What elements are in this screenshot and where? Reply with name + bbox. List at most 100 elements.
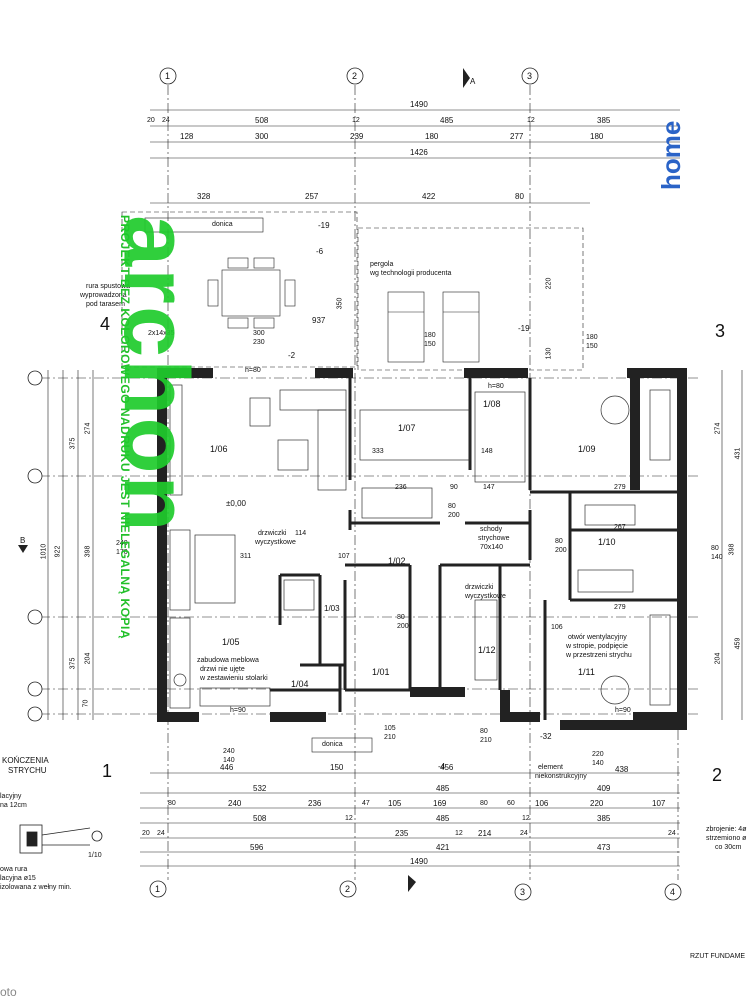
dim-text: 239 [350,132,364,141]
kitchen-counter [199,687,271,707]
dim-text: 459 [734,637,742,650]
brand-logo: archon [105,215,207,534]
dim-text: 80 [515,192,524,201]
dim-text: 375 [69,437,77,450]
wardrobe [474,391,526,483]
wall-south-3 [410,687,465,697]
room-label: 1/01 [372,667,390,677]
annotation: niekonstrukcyjny [535,773,587,780]
dim-text: 236 [308,799,322,808]
dim-text: 485 [436,814,450,823]
terrace-chair [284,279,296,307]
dim-text: 485 [436,784,450,793]
room-label: 1/12 [478,645,496,655]
terrace-outline [121,211,358,368]
annotation: rura spustowa [86,283,130,290]
room-dim: 114 [295,530,307,537]
wall-east [677,368,687,728]
annotation: wyczystkowe [255,539,296,546]
dim-text: 385 [597,116,611,125]
axis-label-2: 2 [352,71,358,81]
planter-bottom [311,737,373,753]
opening-size: 105 [384,725,396,732]
wall-south-6 [633,712,687,722]
terrace-table [221,269,281,317]
axis-bubble-b3 [514,883,532,901]
wall-south-5 [560,720,687,730]
dim-text: 24 [520,830,528,837]
room-dim: 107 [338,553,350,560]
axis-bubble-C [27,609,43,625]
opening-size: 140 [592,760,604,767]
opening-size: 220 [592,751,604,758]
room-dim: 148 [481,448,493,455]
annotation: h=90 [230,707,246,714]
annotation: 70x140 [480,544,503,551]
callout-2: 2 [712,765,723,785]
annotation: KOŃCZENIA [2,756,49,765]
dim-text: 214 [478,829,492,838]
section-arrow-bottom [408,875,416,892]
sink [173,673,187,687]
annotation: lacyjny [0,793,22,800]
dim-text: 80 [168,800,176,807]
detail-box [19,824,43,854]
section-arrow-left [18,545,28,553]
opening-size: 80 [711,545,719,552]
round-table [600,675,630,705]
room-label: 1/08 [483,399,501,409]
axis-bubble-A [27,706,43,722]
annotation: wg technologii producenta [370,270,452,277]
room-dim: 147 [483,484,495,491]
annotation: pod tarasem [86,301,125,308]
dim-text: 220 [590,799,604,808]
opening-size: 210 [384,734,396,741]
room-dim: 311 [240,553,252,560]
callout-1: 1 [102,761,113,781]
annotation: 1/10 [88,852,102,859]
section-label-left: B [20,536,26,545]
site-logo: oto [0,985,17,999]
dim-text: 180 [425,132,439,141]
sofa [317,409,347,491]
round-table [600,395,630,425]
opening-size: 210 [480,737,492,744]
desk [361,487,433,519]
dim-text: 60 [507,800,515,807]
wall-north-3 [464,368,528,378]
dim-text: 180 [590,132,604,141]
dim-text: 47 [362,800,370,807]
terrace-lounger [442,291,480,363]
bed [359,409,471,461]
dim-text: 300 [255,132,269,141]
opening-size: 80 [448,503,456,510]
dim-text: 274 [714,422,722,435]
annotation: RZUT FUNDAME [690,953,746,960]
callout-4: 4 [100,314,111,334]
dim-text: 24 [668,830,676,837]
dim-text: 385 [597,814,611,823]
axis-label-b4: 4 [670,887,676,897]
annotation: donica [322,741,343,748]
room-label: 1/10 [598,537,616,547]
annotation: h=80 [245,367,261,374]
wall-north-1 [157,368,213,378]
room-dim: 236 [395,484,407,491]
opening-size: 240 [223,748,235,755]
kitchen-counter [169,617,191,709]
room-label: 1/06 [210,444,228,454]
terrace-lounger [387,291,425,363]
room-dim: 279 [614,604,626,611]
dim-text: 274 [84,422,92,435]
dim-text: 508 [253,814,267,823]
callout-3: 3 [715,321,726,341]
annotation: strzemiono ø [706,835,747,842]
dim-text: 20 [142,830,150,837]
axis-label-1: 1 [165,71,171,81]
dim-text: 409 [597,784,611,793]
dim-text: 1010 [40,543,48,560]
dim-text: 12 [455,830,463,837]
annotation: zabudowa meblowa [197,657,259,664]
axis-bubble-D [27,468,43,484]
